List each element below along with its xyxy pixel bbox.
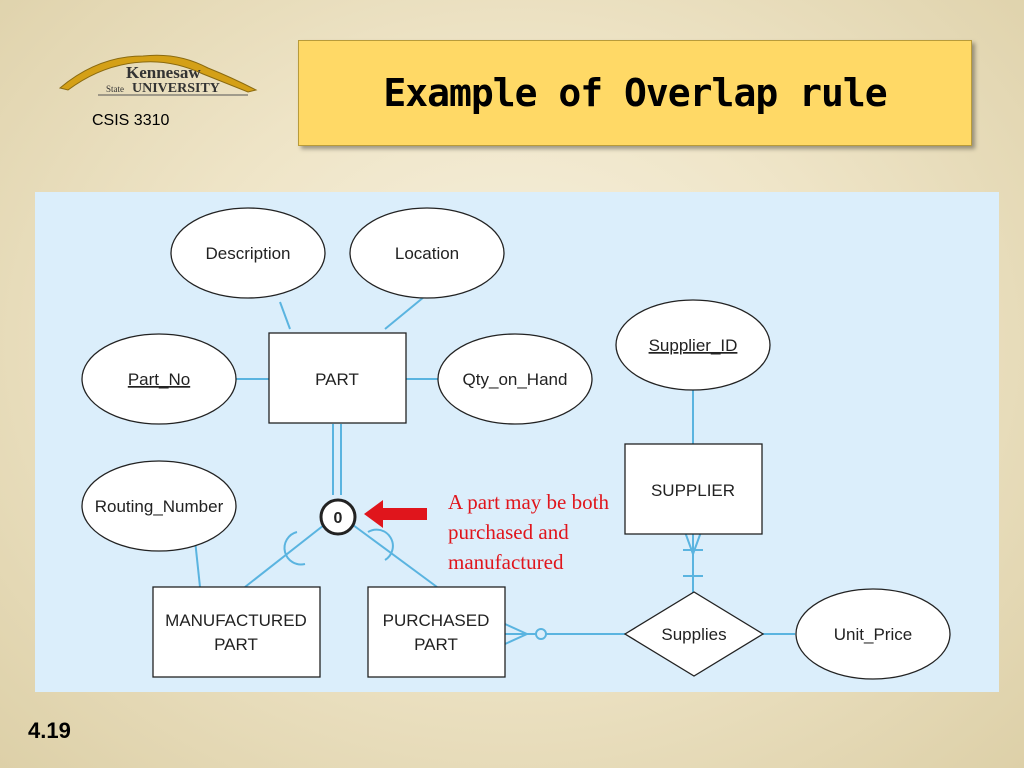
logo-line2: UNIVERSITY (132, 81, 220, 96)
label-disjointness: 0 (334, 510, 343, 527)
label-routing-number: Routing_Number (95, 497, 224, 516)
logo-line1: Kennesaw (126, 63, 201, 82)
label-purchased-part-line2: PART (414, 635, 458, 654)
attribute-description (170, 207, 326, 299)
attribute-location (349, 207, 505, 299)
attribute-routing-number (81, 460, 237, 552)
entity-purchased-part (367, 586, 506, 678)
label-unit-price: Unit_Price (834, 625, 912, 644)
diagram-panel: Description Location Part_No Qty_on_Hand… (35, 192, 999, 692)
attribute-part-no (81, 333, 237, 425)
label-part: PART (315, 370, 359, 389)
entity-part (268, 332, 407, 424)
label-manufactured-part-line2: PART (214, 635, 258, 654)
attribute-supplier-id (615, 299, 771, 391)
label-manufactured-part-line1: MANUFACTURED (165, 611, 307, 630)
connector-lines (194, 291, 795, 645)
slide-title: Example of Overlap rule (383, 71, 887, 115)
logo-line2-prefix: State (106, 84, 124, 94)
slide-number: 4.19 (28, 718, 71, 743)
title-box: Example of Overlap rule (298, 40, 972, 146)
logo-mountain-icon (58, 54, 258, 93)
label-part-no: Part_No (128, 370, 190, 389)
attribute-unit-price (795, 588, 951, 680)
er-diagram: Description Location Part_No Qty_on_Hand… (81, 207, 951, 680)
label-supplier: SUPPLIER (651, 481, 735, 500)
annotation-note: A part may be both purchased and manufac… (448, 490, 609, 574)
university-logo: Kennesaw State UNIVERSITY (58, 54, 258, 96)
label-description: Description (205, 244, 290, 263)
disjointness-circle (319, 498, 357, 536)
label-supplier-id: Supplier_ID (649, 336, 738, 355)
label-location: Location (395, 244, 459, 263)
label-supplies: Supplies (661, 625, 726, 644)
relationship-supplies (623, 591, 765, 677)
label-purchased-part-line1: PURCHASED (383, 611, 490, 630)
attribute-qty-on-hand (437, 333, 593, 425)
arrow-left-icon (364, 500, 427, 528)
entity-supplier (624, 443, 763, 535)
label-qty-on-hand: Qty_on_Hand (463, 370, 568, 389)
course-code: CSIS 3310 (92, 112, 170, 129)
entity-manufactured-part (152, 586, 321, 678)
